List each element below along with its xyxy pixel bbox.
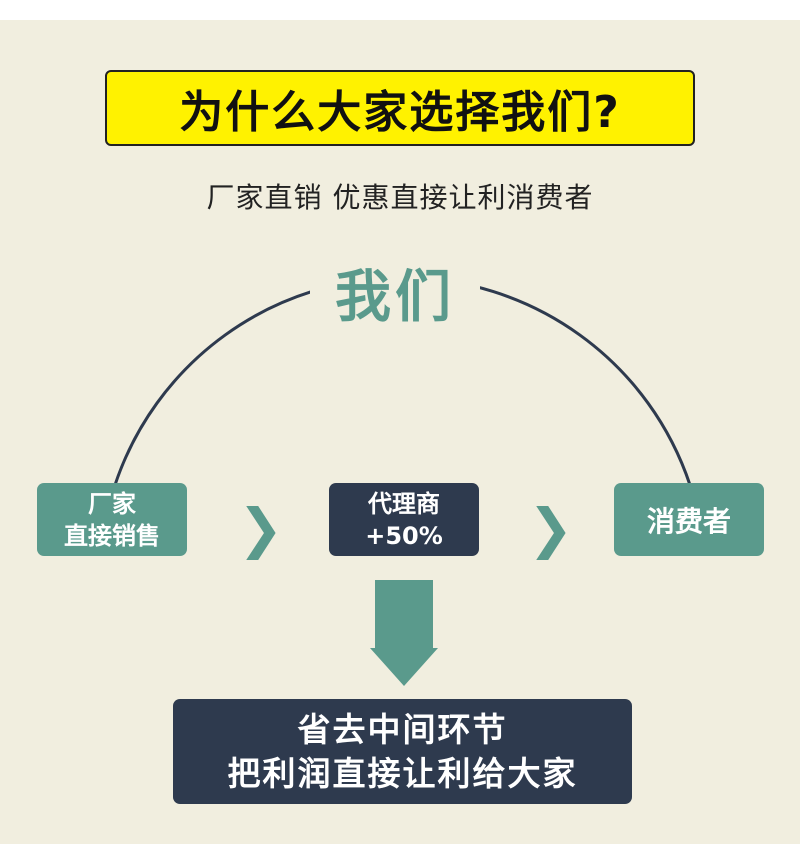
conclusion-box: 省去中间环节 把利润直接让利给大家 — [173, 699, 632, 804]
factory-box: 厂家 直接销售 — [37, 483, 187, 556]
factory-line2: 直接销售 — [64, 521, 160, 550]
agent-markup: +50% — [365, 521, 443, 550]
consumer-box: 消费者 — [614, 483, 764, 556]
chevron-right-icon: ❯ — [238, 497, 284, 560]
down-arrow-shaft — [375, 580, 433, 650]
consumer-label: 消费者 — [646, 504, 731, 538]
conclusion-line2: 把利润直接让利给大家 — [227, 753, 578, 793]
down-arrow-icon — [370, 648, 438, 686]
top-band — [0, 0, 800, 20]
page-title: 为什么大家选择我们? — [105, 70, 695, 146]
agent-line1: 代理商 — [368, 489, 440, 518]
chevron-right-icon: ❯ — [528, 497, 574, 560]
subtitle: 厂家直销 优惠直接让利消费者 — [206, 181, 594, 214]
agent-box: 代理商 +50% — [329, 483, 479, 556]
factory-line1: 厂家 — [88, 489, 136, 518]
conclusion-line1: 省去中间环节 — [297, 709, 508, 749]
center-label: 我们 — [310, 252, 480, 333]
